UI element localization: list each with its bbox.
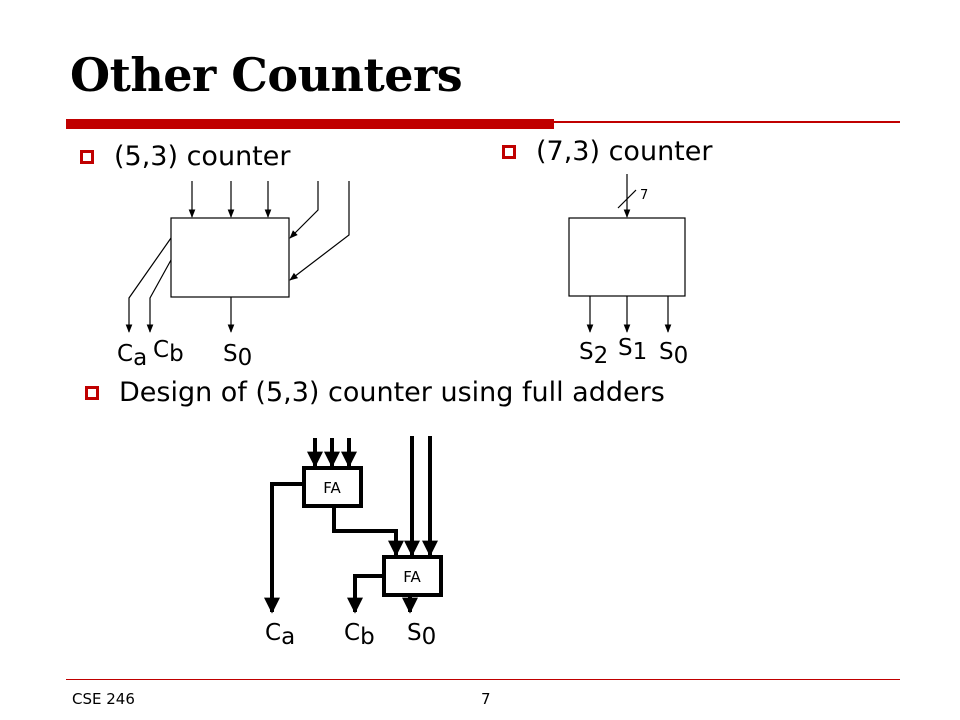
footer-divider (66, 679, 900, 680)
slide-title: Other Counters (70, 48, 463, 102)
output-arrow-ca (125, 237, 172, 333)
bus-width-label: 7 (640, 188, 648, 203)
input-arrow (289, 181, 319, 239)
output-label-s2: S2 (579, 339, 608, 369)
fa-design-diagram: FA FA Ca Cb S0 (264, 436, 443, 650)
output-label-ca: Ca (265, 620, 295, 650)
square-bullet-icon (80, 149, 94, 164)
bullet-text: (7,3) counter (536, 136, 713, 167)
bus-slash (617, 189, 637, 209)
full-adder-1-label: FA (323, 479, 341, 497)
output-label-cb: Cb (153, 337, 184, 367)
title-underline-thick (66, 119, 554, 129)
output-label-ca: Ca (117, 341, 147, 371)
full-adder-2-label: FA (403, 568, 421, 586)
counter-73-block (568, 217, 686, 297)
full-adder-2 (382, 555, 443, 597)
input-arrow (289, 181, 350, 281)
fa1-carry-out-ca (264, 482, 304, 614)
square-bullet-icon (85, 385, 99, 400)
footer-course: CSE 246 (72, 690, 135, 708)
output-label-s0: S0 (407, 620, 436, 650)
output-arrow-cb (146, 259, 172, 333)
counter-53-diagram: Ca Cb S0 (117, 181, 350, 371)
bullet-text: (5,3) counter (114, 141, 291, 172)
output-label-s0: S0 (659, 339, 688, 369)
output-label-cb: Cb (344, 620, 375, 650)
bullet-fa-design: Design of (5,3) counter using full adder… (85, 377, 665, 408)
bullet-73-counter: (7,3) counter (502, 136, 712, 167)
bullet-53-counter: (5,3) counter (80, 141, 290, 172)
square-bullet-icon (502, 144, 516, 159)
counter-53-block (170, 217, 290, 298)
fa1-sum-to-fa2 (332, 506, 404, 557)
output-label-s1: S1 (618, 335, 647, 365)
footer-page-number: 7 (481, 690, 491, 708)
full-adder-1 (302, 466, 363, 508)
output-label-s0: S0 (223, 341, 252, 371)
fa2-carry-out-cb (347, 574, 384, 614)
bullet-text: Design of (5,3) counter using full adder… (119, 377, 665, 408)
counter-73-diagram: 7 S2 S1 S0 (568, 174, 688, 369)
title-underline-thin (554, 121, 900, 123)
